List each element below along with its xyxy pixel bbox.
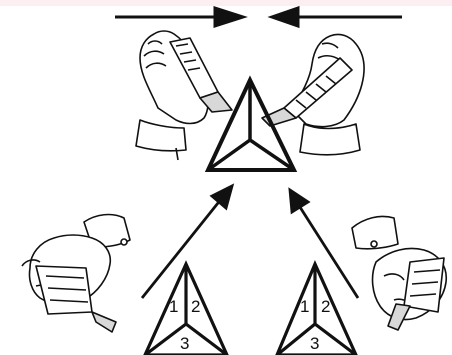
sleeve-cuff-icon: [300, 124, 360, 155]
segment-label-2: 2: [321, 297, 330, 316]
sleeve-cuff-icon: [136, 120, 186, 151]
left-push-arrowhead: [215, 8, 243, 26]
segment-label-1: 1: [300, 297, 309, 316]
segment-label-3: 3: [180, 334, 189, 353]
lower-left-hand-with-knife: [22, 215, 130, 332]
upper-left-hand-with-knife: [136, 31, 232, 160]
top-converging-arrows: [115, 8, 402, 26]
center-triangle-icon: [208, 80, 294, 170]
segment-label-3: 3: [310, 334, 319, 353]
lower-right-hand-with-knife: [352, 216, 446, 330]
right-push-arrowhead: [272, 8, 298, 26]
segment-label-2: 2: [191, 297, 200, 316]
left-diagonal-arrow: [142, 198, 222, 298]
right-diagonal-arrowhead: [290, 190, 308, 212]
diagonal-arrows: [142, 186, 358, 298]
segment-label-1: 1: [169, 297, 178, 316]
